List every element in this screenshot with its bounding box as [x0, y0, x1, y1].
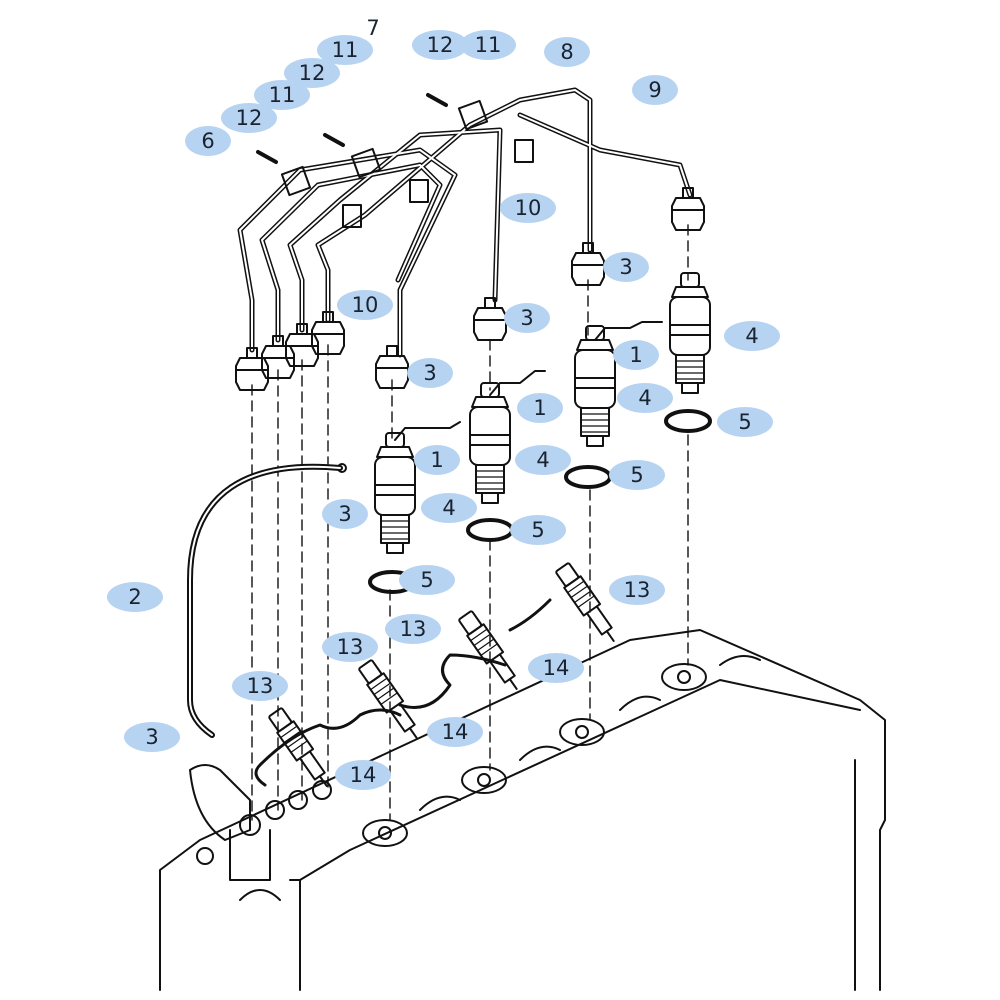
callout-13: 13: [232, 671, 288, 701]
cylinder-head: [159, 629, 886, 991]
callout-5: 5: [510, 515, 566, 545]
callout-7: 7: [366, 16, 380, 40]
callout-10: 10: [337, 290, 393, 320]
leak-off-fittings: [337, 321, 663, 473]
injection-pump: [189, 764, 332, 841]
callout-3: 3: [407, 358, 453, 388]
callout-12: 12: [221, 103, 277, 133]
callout-4: 4: [515, 445, 571, 475]
callout-4: 4: [421, 493, 477, 523]
callout-8: 8: [544, 37, 590, 67]
callout-5: 5: [399, 565, 455, 595]
callout-3: 3: [124, 722, 180, 752]
callout-3: 3: [322, 499, 368, 529]
callout-14: 14: [427, 717, 483, 747]
callout-13: 13: [609, 575, 665, 605]
alignment-lines: [251, 224, 689, 821]
callout-6: 6: [185, 126, 231, 156]
callout-4: 4: [724, 321, 780, 351]
callout-14: 14: [335, 760, 391, 790]
clamps: [256, 93, 534, 228]
callout-11: 11: [460, 30, 516, 60]
callout-3: 3: [504, 303, 550, 333]
callout-12: 12: [412, 30, 468, 60]
leak-off-tubes: [254, 598, 552, 787]
callout-5: 5: [609, 460, 665, 490]
callout-14: 14: [528, 653, 584, 683]
callout-13: 13: [322, 632, 378, 662]
callout-4: 4: [617, 383, 673, 413]
callout-12: 12: [284, 58, 340, 88]
callout-1: 1: [414, 445, 460, 475]
callout-13: 13: [385, 614, 441, 644]
callout-9: 9: [632, 75, 678, 105]
callout-10: 10: [500, 193, 556, 223]
callout-5: 5: [717, 407, 773, 437]
callout-3: 3: [603, 252, 649, 282]
callout-2: 2: [107, 582, 163, 612]
callout-1: 1: [517, 393, 563, 423]
callout-1: 1: [613, 340, 659, 370]
